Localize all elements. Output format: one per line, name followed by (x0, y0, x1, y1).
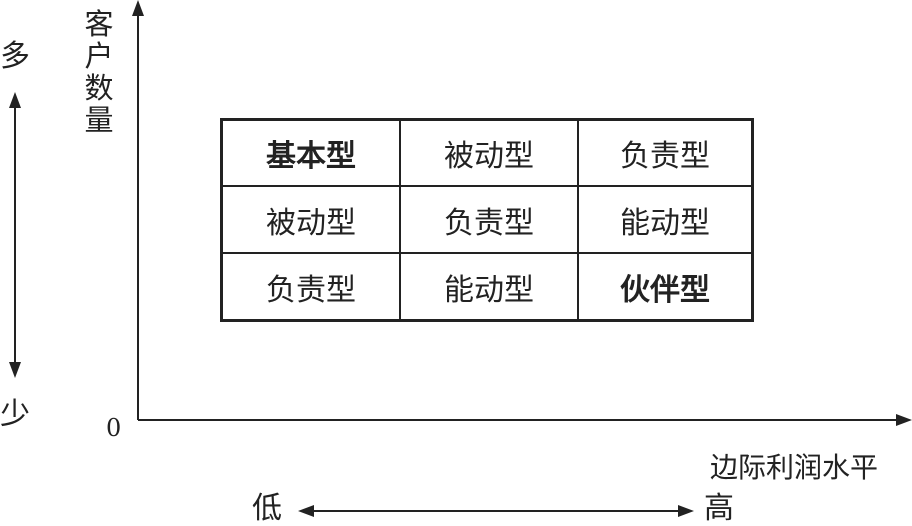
margin-low-label: 低 (252, 491, 282, 526)
customer-type-matrix: 基本型 被动型 负责型 被动型 负责型 能动型 负责型 能动型 伙伴型 (220, 118, 754, 322)
matrix-cell: 伙伴型 (620, 272, 710, 308)
quantity-range-arrowhead-down (9, 362, 21, 378)
matrix-cell: 负责型 (579, 121, 751, 187)
matrix-cell: 基本型 (223, 121, 401, 187)
matrix-cell: 负责型 (401, 187, 579, 254)
y-axis-title: 客 户 数 量 (82, 8, 116, 136)
margin-range-arrowhead-right (678, 505, 694, 517)
y-axis-arrowhead (132, 0, 144, 16)
y-axis-title-char: 量 (84, 103, 114, 137)
margin-high-label: 高 (704, 491, 734, 526)
origin-label: 0 (106, 414, 122, 442)
quantity-low-label: 少 (0, 397, 30, 432)
y-axis-title-char: 数 (84, 71, 114, 105)
x-axis-arrowhead (896, 414, 912, 426)
quantity-range-arrowhead-up (9, 92, 21, 108)
matrix-cell: 被动型 (401, 121, 579, 187)
matrix-cell: 能动型 (579, 187, 751, 254)
matrix-cell: 被动型 (223, 187, 401, 254)
matrix-cell: 负责型 (223, 254, 401, 319)
matrix-cell: 能动型 (401, 254, 579, 319)
margin-range-arrowhead-left (298, 505, 314, 517)
x-axis-title: 边际利润水平 (710, 451, 879, 484)
y-axis-title-char: 户 (84, 39, 114, 73)
quantity-high-label: 多 (0, 39, 30, 74)
y-axis-title-char: 客 (84, 7, 114, 41)
